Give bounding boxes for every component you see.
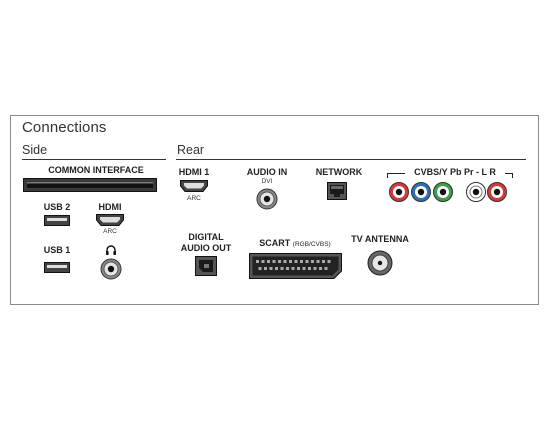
hdmi1-sublabel: ARC [187,195,201,202]
scart-sublabel: (RGB/CVBS) [292,241,331,248]
audio-jack-icon [256,188,278,210]
side-section-label: Side [22,143,48,157]
component-label: CVBS/Y Pb Pr - L R [405,167,505,178]
optical-port-icon [195,256,217,276]
audio-in-sublabel: DVI [261,178,273,185]
scart-label: SCART (RGB/CVBS) [247,238,343,250]
ethernet-port-icon [327,182,347,200]
audio-in-label: AUDIO IN [246,167,288,177]
digital-audio-out-label-line2: AUDIO OUT [180,243,232,253]
ci-slot-icon [23,178,157,192]
rear-section-label: Rear [177,143,205,157]
tv-antenna-label: TV ANTENNA [351,234,409,244]
panel-title: Connections [22,119,107,136]
audio-jack-icon [100,258,122,280]
connections-panel: Connections Side COMMON INTERFACE USB 2 … [10,115,539,305]
network-label: NETWORK [315,167,363,177]
common-interface-label: COMMON INTERFACE [48,165,144,175]
usb2-label: USB 2 [43,202,71,212]
digital-audio-out-label-line1: DIGITAL [188,232,224,242]
rca-jack-icon [389,181,517,203]
hdmi-side-label: HDMI [98,202,122,212]
hdmi-port-icon [96,214,124,226]
scart-port-icon [249,253,342,279]
usb1-label: USB 1 [43,245,71,255]
scart-label-text: SCART [259,238,291,248]
hdmi-port-icon [180,180,208,192]
rear-divider [176,159,526,160]
usb-port-icon [44,215,70,226]
hdmi-side-sublabel: ARC [103,228,117,235]
usb-port-icon [44,262,70,273]
hdmi1-label: HDMI 1 [178,167,210,177]
side-divider [22,159,166,160]
coax-antenna-icon [367,250,393,276]
headphone-jack-icon [105,244,117,256]
